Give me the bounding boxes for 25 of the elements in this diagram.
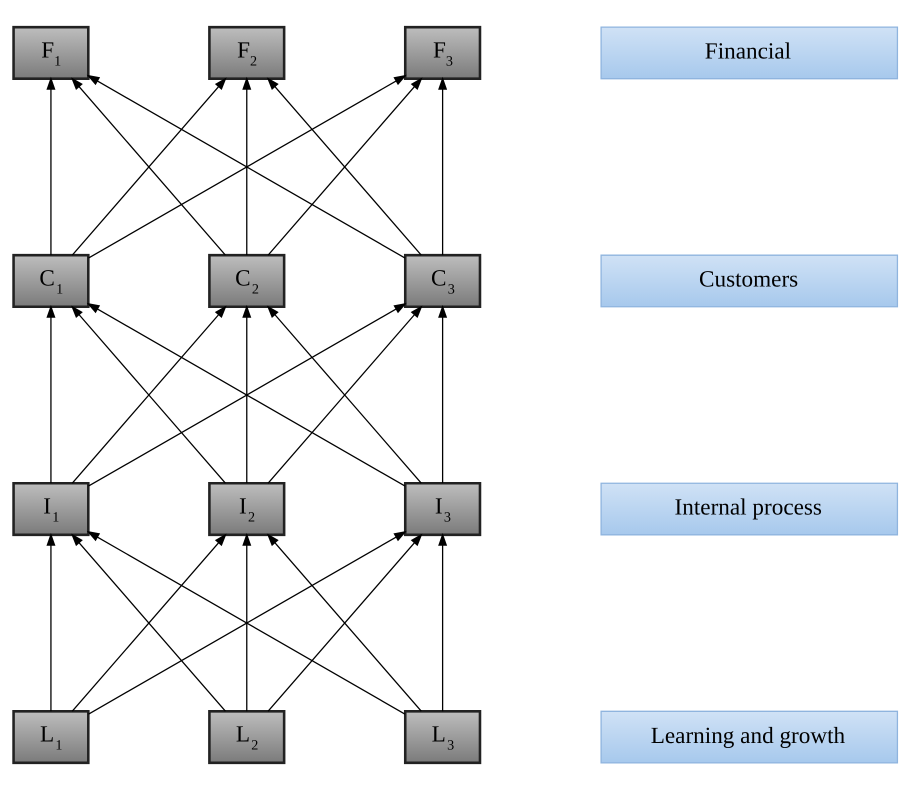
node-box: Financial — [600, 26, 898, 79]
node-box: C$_{2}$ — [208, 253, 286, 308]
node-box: I$_{3}$ — [404, 481, 482, 536]
arrow — [438, 304, 448, 483]
node-box: F$_{1}$ — [12, 25, 90, 80]
node-box: L$_{2}$ — [208, 710, 286, 764]
arrow — [242, 76, 252, 255]
node-box: Internal process — [600, 482, 898, 535]
arrow — [242, 532, 252, 711]
arrow — [46, 76, 56, 255]
node-box: L$_{1}$ — [12, 710, 90, 764]
arrow — [46, 532, 56, 711]
arrow — [46, 304, 56, 483]
node-box: C$_{1}$ — [12, 253, 90, 308]
node-box: I$_{1}$ — [12, 481, 90, 536]
arrow — [438, 532, 448, 711]
node-box: L$_{3}$ — [404, 710, 482, 764]
node-box: I$_{2}$ — [208, 481, 286, 536]
arrow — [438, 76, 448, 255]
node-box: C$_{3}$ — [404, 253, 482, 308]
node-box: F$_{2}$ — [208, 25, 286, 80]
node-box: Customers — [600, 254, 898, 307]
arrow — [242, 304, 252, 483]
node-box: Learning and growth — [600, 710, 898, 763]
node-box: F$_{3}$ — [404, 25, 482, 80]
